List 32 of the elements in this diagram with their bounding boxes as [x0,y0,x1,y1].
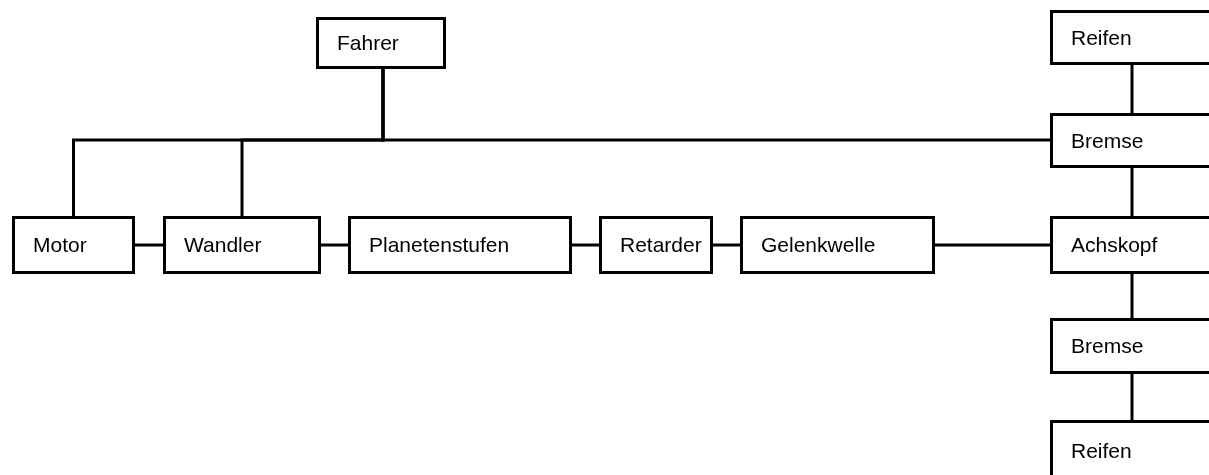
component-label: Wandler [184,232,262,259]
connector-line [1130,374,1134,420]
component-box [740,216,935,274]
component-label: Fahrer [337,30,399,57]
component-box [348,216,572,274]
component-label: Bremse [1071,127,1144,154]
connector-line [935,243,1050,247]
connector-line [135,243,163,247]
component-label: Motor [33,232,87,259]
component-label: Gelenkwelle [761,232,876,259]
connector-line [1130,168,1134,216]
component-label: Achskopf [1071,232,1158,259]
connector-line [321,243,348,247]
connector-line [572,243,599,247]
connector-line [713,243,740,247]
component-box [599,216,713,274]
connector-line [1130,274,1134,318]
connector-line [1130,65,1134,113]
connector-line [381,69,1050,142]
component-label: Reifen [1071,24,1132,51]
component-label: Retarder [620,232,702,259]
component-box [12,216,135,274]
component-box [1050,216,1209,274]
component-label: Reifen [1071,438,1132,464]
component-box [163,216,321,274]
component-label: Planetenstufen [369,232,510,259]
component-box [1050,420,1209,475]
component-box [1050,318,1209,374]
component-box [1050,113,1209,168]
component-label: Bremse [1071,333,1144,360]
component-box [1050,10,1209,65]
component-box [316,17,446,69]
